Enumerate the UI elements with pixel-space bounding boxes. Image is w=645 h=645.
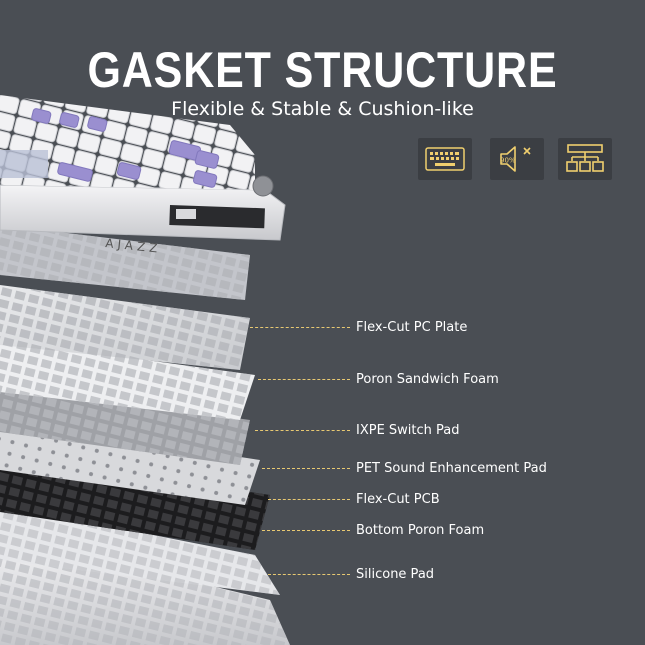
layer-structure-icon <box>558 138 612 180</box>
pet-sound-pad-layer <box>0 420 260 505</box>
brand-logo-text: AJAZZ <box>105 236 162 256</box>
page-title: GASKET STRUCTURE <box>87 42 558 98</box>
layer-label-row: IXPE Switch Pad <box>0 421 645 441</box>
layer-label: Silicone Pad <box>356 567 435 582</box>
page-subtitle: Flexible & Stable & Cushion-like <box>171 98 474 120</box>
ixpe-switch-pad-layer <box>0 385 250 465</box>
layer-label-row: Flex-Cut PC Plate <box>0 318 645 338</box>
layer-label: IXPE Switch Pad <box>356 423 460 438</box>
pc-plate-layer <box>0 285 250 370</box>
layer-label-row: PET Sound Enhancement Pad <box>0 459 645 479</box>
layer-label-row: Bottom Poron Foam <box>0 521 645 541</box>
layer-label: PET Sound Enhancement Pad <box>356 461 547 476</box>
bottom-poron-foam-layer <box>0 505 280 595</box>
switches-layer <box>0 225 250 300</box>
layer-label-row: Flex-Cut PCB <box>0 490 645 510</box>
feature-icons: 90% <box>418 138 618 182</box>
speaker-mute-icon: 90% <box>490 138 544 180</box>
speaker-volume-text: 90% <box>500 157 516 165</box>
keycaps-layer <box>0 95 274 197</box>
layer-label: Flex-Cut PCB <box>356 492 440 507</box>
layer-label-row: Poron Sandwich Foam <box>0 370 645 390</box>
keyboard-icon <box>418 138 472 180</box>
layer-label: Poron Sandwich Foam <box>356 372 499 387</box>
poron-sandwich-foam-layer <box>0 340 255 420</box>
layer-label: Bottom Poron Foam <box>356 523 485 538</box>
layer-label-row: Silicone Pad <box>0 565 645 585</box>
layer-label: Flex-Cut PC Plate <box>356 320 468 335</box>
